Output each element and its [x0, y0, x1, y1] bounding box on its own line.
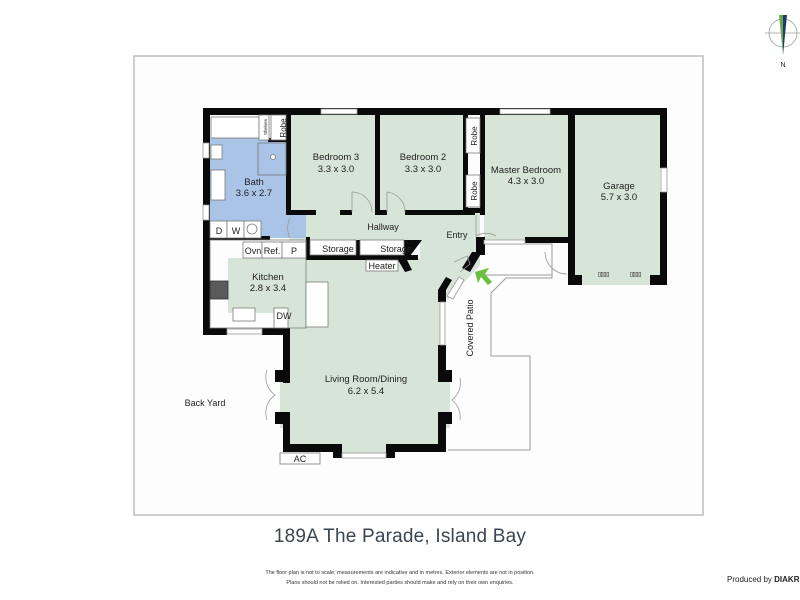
room-name: Bedroom 3 [313, 152, 359, 163]
room-name: Garage [603, 181, 635, 192]
room-size: 4.3 x 3.0 [508, 176, 544, 187]
hallway-label: Hallway [367, 222, 399, 232]
compass-north-label: N [780, 62, 785, 69]
storage-label: Storage [322, 244, 354, 254]
cooktop [209, 280, 229, 300]
robe-label: Robe [470, 181, 479, 201]
room-name: Living Room/Dining [325, 374, 407, 385]
room-size: 6.2 x 5.4 [348, 386, 384, 397]
room-name: Kitchen [252, 272, 284, 283]
disclaimer-line-1: The floor plan is not to scale; measurem… [265, 570, 535, 576]
dryer-label: D [216, 226, 223, 236]
entry-arrow-icon [475, 268, 492, 285]
svg-text:[][][][]: [][][][] [598, 272, 610, 278]
covered-patio-outline [448, 274, 553, 451]
robe-label: Robe [279, 118, 288, 138]
fixtures: [][][][] [][][][] [209, 114, 642, 465]
room-labels: Bedroom 3 3.3 x 3.0 Bedroom 2 3.3 x 3.0 … [236, 152, 637, 397]
room-name: Master Bedroom [491, 165, 561, 176]
oven-label: Ovn [245, 246, 262, 256]
back-yard-label: Back Yard [185, 398, 226, 408]
heater-label: Heater [368, 261, 395, 271]
credit-brand: DIAKR [774, 575, 800, 584]
robe-label: Robe [470, 126, 479, 146]
ac-label: AC [294, 454, 307, 464]
room-size: 3.3 x 3.0 [405, 164, 441, 175]
credit-prefix: Produced by [727, 575, 775, 584]
room-size: 2.8 x 3.4 [250, 283, 286, 294]
pantry-label: P [291, 246, 297, 256]
north-arrow-icon: N [765, 15, 800, 69]
fridge-label: Ref. [264, 246, 281, 256]
sink [232, 307, 256, 322]
room-name: Bath [244, 177, 264, 188]
bathtub [210, 116, 260, 139]
producer-credit: Produced by DIAKR [727, 575, 799, 584]
room-size: 3.3 x 3.0 [318, 164, 354, 175]
washer-label: W [232, 226, 241, 236]
svg-text:[][][][]: [][][][] [630, 272, 642, 278]
room-size: 5.7 x 3.0 [601, 192, 637, 203]
dishwasher-label: DW [277, 311, 292, 321]
disclaimer-line-2: Plans should not be relied on. Intereste… [286, 580, 514, 586]
windows [202, 108, 668, 459]
property-address-title: 189A The Parade, Island Bay [273, 526, 527, 547]
space-labels: Hallway Entry Storage Storage Heater D W… [185, 118, 479, 464]
walls [203, 108, 667, 458]
entry-label: Entry [446, 230, 468, 240]
shelves-label: Shelves [263, 118, 268, 135]
covered-patio-label: Covered Patio [465, 299, 475, 356]
room-size: 3.6 x 2.7 [236, 188, 272, 199]
door-swings [265, 191, 568, 421]
room-name: Bedroom 2 [400, 152, 446, 163]
storage-label: Storage [380, 244, 412, 254]
